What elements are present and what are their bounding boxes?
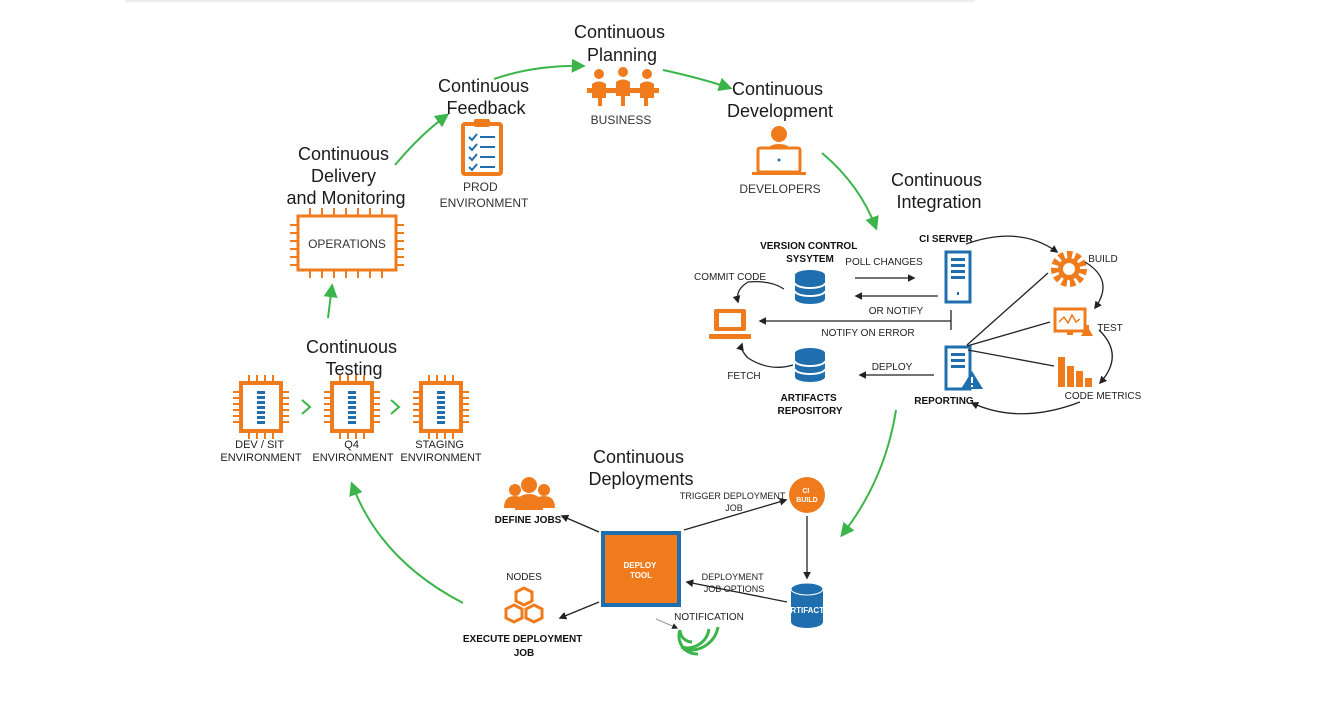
q4-chip-icon (322, 373, 382, 441)
version-control-label: VERSION CONTROL SYSYTEM (760, 241, 860, 265)
dev-sit-label: DEV / SIT ENVIRONMENT (220, 439, 302, 464)
version-control-database-icon (794, 269, 826, 305)
q4-label: Q4 ENVIRONMENT (312, 439, 394, 464)
build-gear-icon (1051, 251, 1087, 287)
stage-title-development: Continuous Development (727, 79, 833, 121)
meeting-icon (587, 67, 659, 106)
artifacts-repository-label: ARTIFACTS REPOSITORY (777, 393, 842, 417)
ci-flow-arrows (732, 235, 1113, 415)
deploy-flow-arrows (558, 498, 811, 620)
notification-arrow (655, 618, 679, 629)
operations-label: OPERATIONS (308, 237, 386, 251)
business-label: BUSINESS (591, 113, 652, 127)
nodes-label: NODES (506, 572, 542, 583)
notify-on-error-label: NOTIFY ON ERROR (821, 328, 914, 339)
poll-changes-label: POLL CHANGES (845, 257, 923, 268)
test-label: TEST (1097, 323, 1123, 334)
stage-title-testing: Continuous Testing (306, 337, 402, 379)
or-notify-label: OR NOTIFY (869, 306, 924, 317)
prod-environment-label: PROD ENVIRONMENT (440, 180, 529, 210)
svg-text:ARTIFACTS: ARTIFACTS (785, 606, 831, 615)
deploy-label: DEPLOY (872, 362, 913, 373)
stage-title-integration: Continuous Integration (891, 170, 987, 212)
svg-text:CI BUILD: CI BUILD (796, 486, 817, 504)
notification-signal-icon (677, 626, 720, 656)
artifacts-cylinder-icon: ARTIFACTS (785, 582, 831, 628)
commit-code-label: COMMIT CODE (694, 272, 766, 283)
build-label: BUILD (1088, 254, 1117, 265)
stage-title-planning: Continuous Planning (574, 22, 670, 65)
code-metrics-label: CODE METRICS (1065, 391, 1142, 402)
reporting-icon (944, 345, 983, 391)
trigger-deployment-label: TRIGGER DEPLOYMENT JOB (680, 491, 788, 513)
stage-title-feedback: Continuous Feedback (438, 76, 534, 118)
fetch-label: FETCH (727, 371, 760, 382)
staging-label: STAGING ENVIRONMENT (400, 439, 482, 464)
developers-label: DEVELOPERS (739, 182, 820, 196)
top-shadow-bar (125, 0, 975, 3)
artifacts-repository-database-icon (794, 347, 826, 383)
developer-computer-icon (709, 309, 751, 339)
nodes-cubes-icon (504, 586, 544, 624)
ci-server-icon (944, 250, 972, 304)
chevron-right-icons (301, 399, 401, 415)
cycle-arrows (323, 58, 897, 604)
team-icon (504, 477, 555, 510)
svg-text:DEPLOY TOOL: DEPLOY TOOL (624, 561, 659, 580)
dev-sit-chip-icon (231, 373, 291, 441)
notification-label: NOTIFICATION (674, 612, 744, 623)
stage-title-delivery: Continuous Delivery and Monitoring (286, 144, 405, 208)
clipboard-icon (461, 119, 503, 176)
execute-deployment-label: EXECUTE DEPLOYMENT JOB (463, 634, 585, 659)
stage-title-deployments: Continuous Deployments (588, 447, 693, 489)
staging-chip-icon (411, 373, 471, 441)
ci-build-icon: CI BUILD (789, 477, 825, 513)
deployment-options-label: DEPLOYMENT JOB OPTIONS (702, 572, 767, 594)
code-metrics-chart-icon (1058, 357, 1092, 387)
test-monitor-icon (1053, 307, 1093, 336)
define-jobs-label: DEFINE JOBS (495, 515, 562, 526)
deploy-tool-box: DEPLOY TOOL (601, 531, 681, 607)
reporting-label: REPORTING (914, 396, 974, 407)
ci-server-label: CI SERVER (919, 234, 973, 245)
developer-icon (752, 126, 806, 175)
operations-chip-icon (290, 208, 404, 278)
